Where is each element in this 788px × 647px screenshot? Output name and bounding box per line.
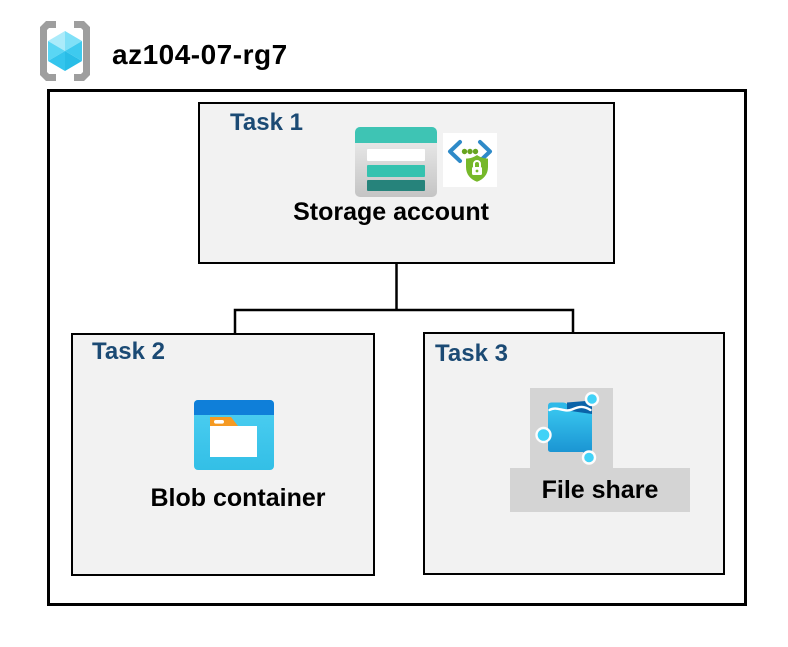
sas-security-icon: [443, 133, 497, 187]
file-share-icon: [535, 391, 600, 465]
task2-label: Task 2: [92, 338, 165, 365]
blob-container-icon: [194, 400, 274, 470]
file-share-label-box: File share: [510, 468, 690, 512]
file-share-label: File share: [541, 475, 659, 504]
task3-label: Task 3: [435, 340, 508, 367]
resource-group-name: az104-07-rg7: [112, 39, 288, 70]
blob-container-label: Blob container: [150, 484, 326, 512]
resource-group-icon: [40, 21, 90, 81]
storage-account-icon: [355, 127, 437, 197]
storage-account-label: Storage account: [293, 198, 489, 226]
task1-label: Task 1: [230, 109, 303, 136]
